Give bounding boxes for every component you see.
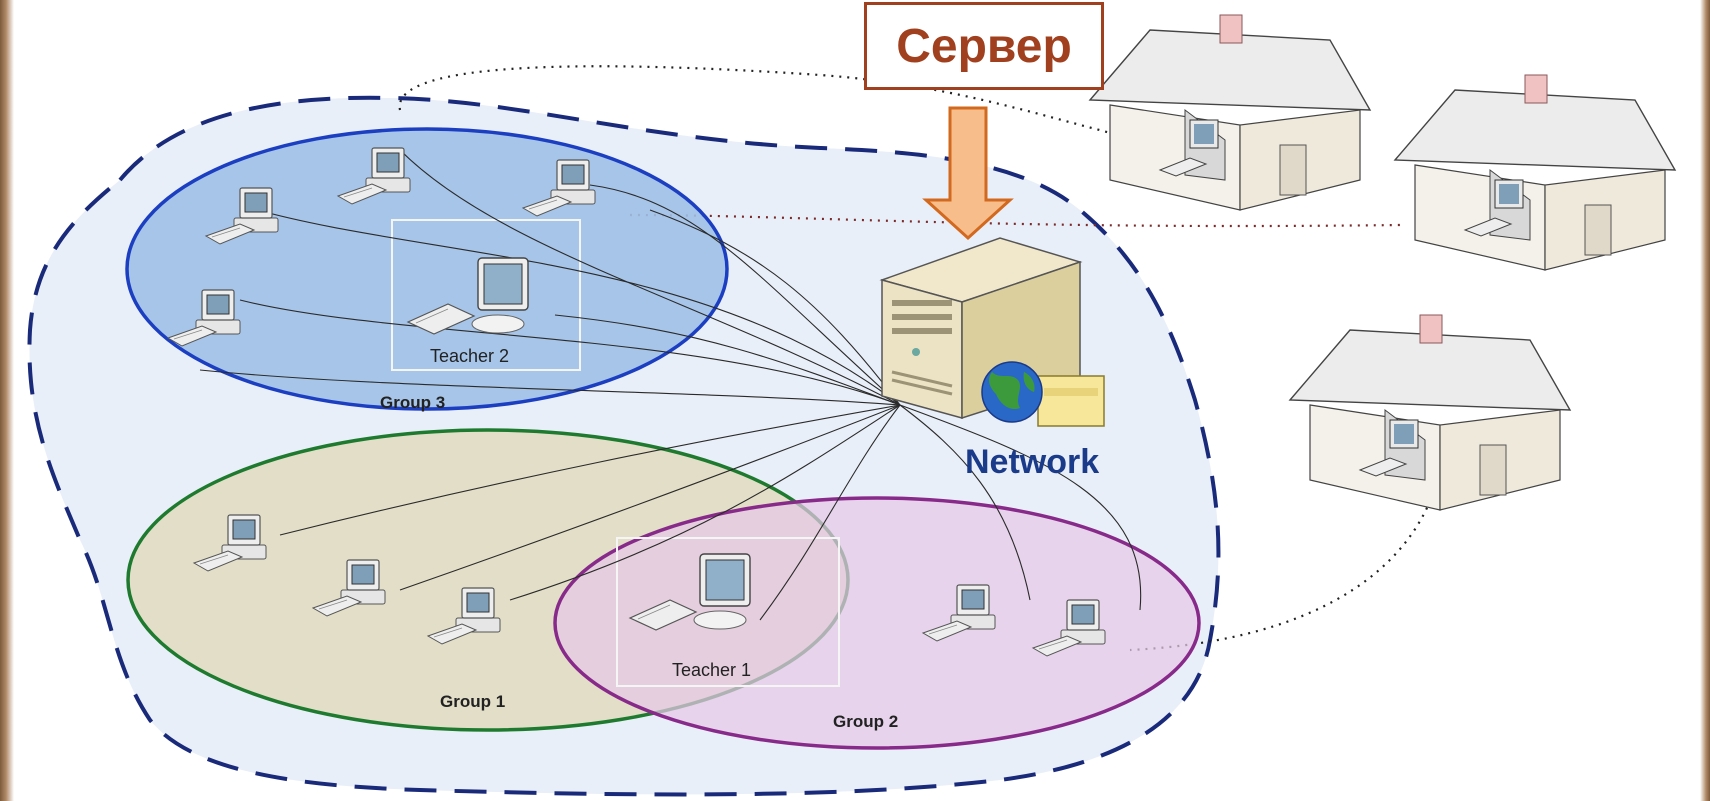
teacher-2-label: Teacher 2 xyxy=(430,346,509,366)
teacher-1-frame xyxy=(616,537,840,687)
network-cables xyxy=(199,149,1142,621)
group-2-label: Group 2 xyxy=(833,712,898,731)
house-icon xyxy=(1289,314,1571,511)
group-3-circle xyxy=(125,127,729,411)
server-title-box: Сервер xyxy=(864,2,1104,90)
house-icon xyxy=(1394,74,1676,271)
teacher-2-frame xyxy=(391,219,581,371)
globe-icon xyxy=(981,361,1105,427)
server-arrow xyxy=(922,106,1014,241)
teacher-1-label: Teacher 1 xyxy=(672,660,751,680)
group-1-label: Group 1 xyxy=(440,692,505,711)
network-label: Network xyxy=(965,443,1099,481)
house-icon xyxy=(1089,14,1371,211)
group-3-label: Group 3 xyxy=(380,393,445,412)
server-title-label: Сервер xyxy=(896,19,1072,73)
